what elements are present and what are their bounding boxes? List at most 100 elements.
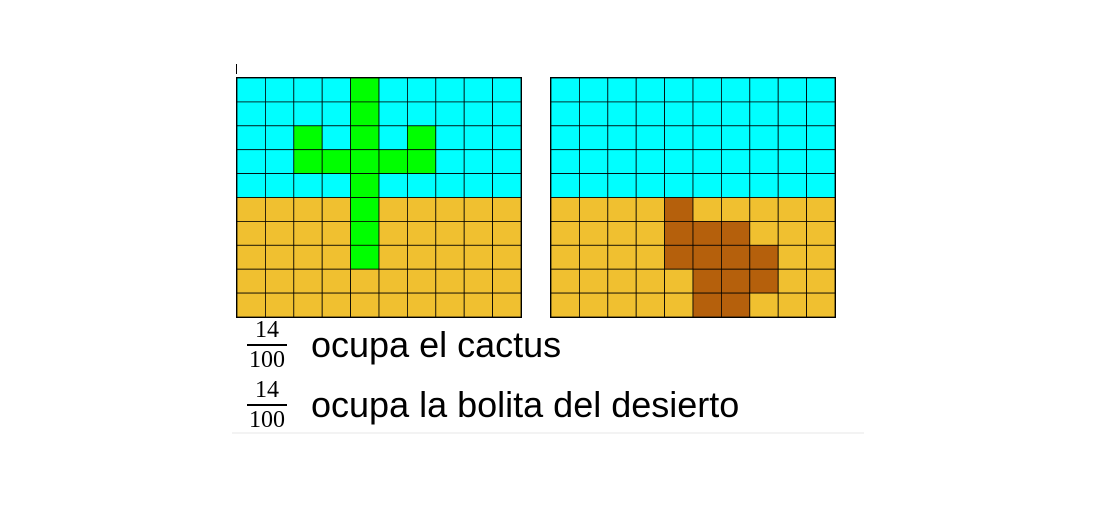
fraction-denominator: 100 <box>249 406 285 433</box>
sand-cell <box>264 268 295 294</box>
sky-cell <box>264 125 295 151</box>
sand-cell <box>806 197 835 222</box>
sand-cell <box>578 197 609 222</box>
cactus-shape-cell <box>350 220 380 246</box>
sand-cell <box>237 268 266 294</box>
sand-cell <box>777 292 807 317</box>
sky-cell <box>664 149 694 174</box>
sky-cell <box>749 78 779 103</box>
sky-cell <box>237 125 266 151</box>
fraction-numerator: 14 <box>255 317 279 343</box>
sky-cell <box>664 101 694 127</box>
cactus-shape-cell <box>350 149 380 174</box>
sand-cell <box>551 244 580 270</box>
sand-cell <box>463 197 493 222</box>
ball-shape-cell <box>720 292 751 317</box>
sand-cell <box>378 197 408 222</box>
sand-cell <box>435 268 465 294</box>
sand-cell <box>321 268 351 294</box>
sky-cell <box>607 125 637 151</box>
cactus-caption-text: ocupa el cactus <box>311 323 562 365</box>
ball-shape-cell <box>692 244 722 270</box>
cactus-grid-canvas <box>237 78 521 317</box>
ball-shape-cell <box>720 244 751 270</box>
sand-cell <box>607 292 637 317</box>
cactus-grid <box>236 77 522 318</box>
sand-cell <box>720 197 751 222</box>
sky-cell <box>378 78 408 103</box>
sand-cell <box>578 292 609 317</box>
sky-cell <box>720 173 751 198</box>
sand-cell <box>578 220 609 246</box>
sky-cell <box>692 149 722 174</box>
sky-cell <box>551 149 580 174</box>
sky-cell <box>463 149 493 174</box>
fraction-denominator: 100 <box>249 346 285 373</box>
sky-cell <box>293 78 323 103</box>
sky-cell <box>720 78 751 103</box>
ball-caption-text: ocupa la bolita del desierto <box>311 383 740 425</box>
cactus-shape-cell <box>321 149 351 174</box>
sky-cell <box>293 173 323 198</box>
sky-cell <box>406 78 437 103</box>
sky-cell <box>720 149 751 174</box>
sky-cell <box>777 149 807 174</box>
sand-cell <box>321 220 351 246</box>
sand-cell <box>406 292 437 317</box>
sky-cell <box>806 149 835 174</box>
sand-cell <box>692 197 722 222</box>
sand-cell <box>463 292 493 317</box>
sand-cell <box>777 220 807 246</box>
sand-cell <box>749 220 779 246</box>
sand-cell <box>635 244 665 270</box>
sand-cell <box>578 244 609 270</box>
sand-cell <box>264 244 295 270</box>
sand-cell <box>551 292 580 317</box>
sky-cell <box>692 101 722 127</box>
sky-cell <box>692 173 722 198</box>
cactus-shape-cell <box>350 197 380 222</box>
sand-cell <box>635 220 665 246</box>
sand-cell <box>578 268 609 294</box>
ball-shape-cell <box>749 268 779 294</box>
sky-cell <box>749 125 779 151</box>
ball-shape-cell <box>692 220 722 246</box>
sky-cell <box>607 173 637 198</box>
sand-cell <box>806 220 835 246</box>
cactus-shape-cell <box>350 173 380 198</box>
sky-cell <box>435 101 465 127</box>
sky-cell <box>463 101 493 127</box>
sand-cell <box>293 268 323 294</box>
sky-cell <box>578 78 609 103</box>
sky-cell <box>635 125 665 151</box>
sky-cell <box>806 125 835 151</box>
fraction-numerator: 14 <box>255 377 279 403</box>
sky-cell <box>720 125 751 151</box>
sand-cell <box>435 292 465 317</box>
sky-cell <box>406 173 437 198</box>
cactus-shape-cell <box>406 149 437 174</box>
sky-cell <box>806 101 835 127</box>
sky-cell <box>635 149 665 174</box>
sand-cell <box>378 292 408 317</box>
sand-cell <box>264 292 295 317</box>
cactus-shape-cell <box>350 101 380 127</box>
sand-cell <box>406 220 437 246</box>
sky-cell <box>777 125 807 151</box>
sky-cell <box>551 78 580 103</box>
sand-cell <box>463 220 493 246</box>
sky-cell <box>264 173 295 198</box>
cactus-shape-cell <box>406 125 437 151</box>
sky-cell <box>578 125 609 151</box>
sky-cell <box>237 101 266 127</box>
sky-cell <box>237 78 266 103</box>
sky-cell <box>806 78 835 103</box>
desert-ball-grid-canvas <box>551 78 835 317</box>
sand-cell <box>806 244 835 270</box>
sand-cell <box>492 292 521 317</box>
sand-cell <box>406 244 437 270</box>
sky-cell <box>777 173 807 198</box>
sand-cell <box>237 292 266 317</box>
sand-cell <box>607 197 637 222</box>
divider-line <box>232 432 864 434</box>
